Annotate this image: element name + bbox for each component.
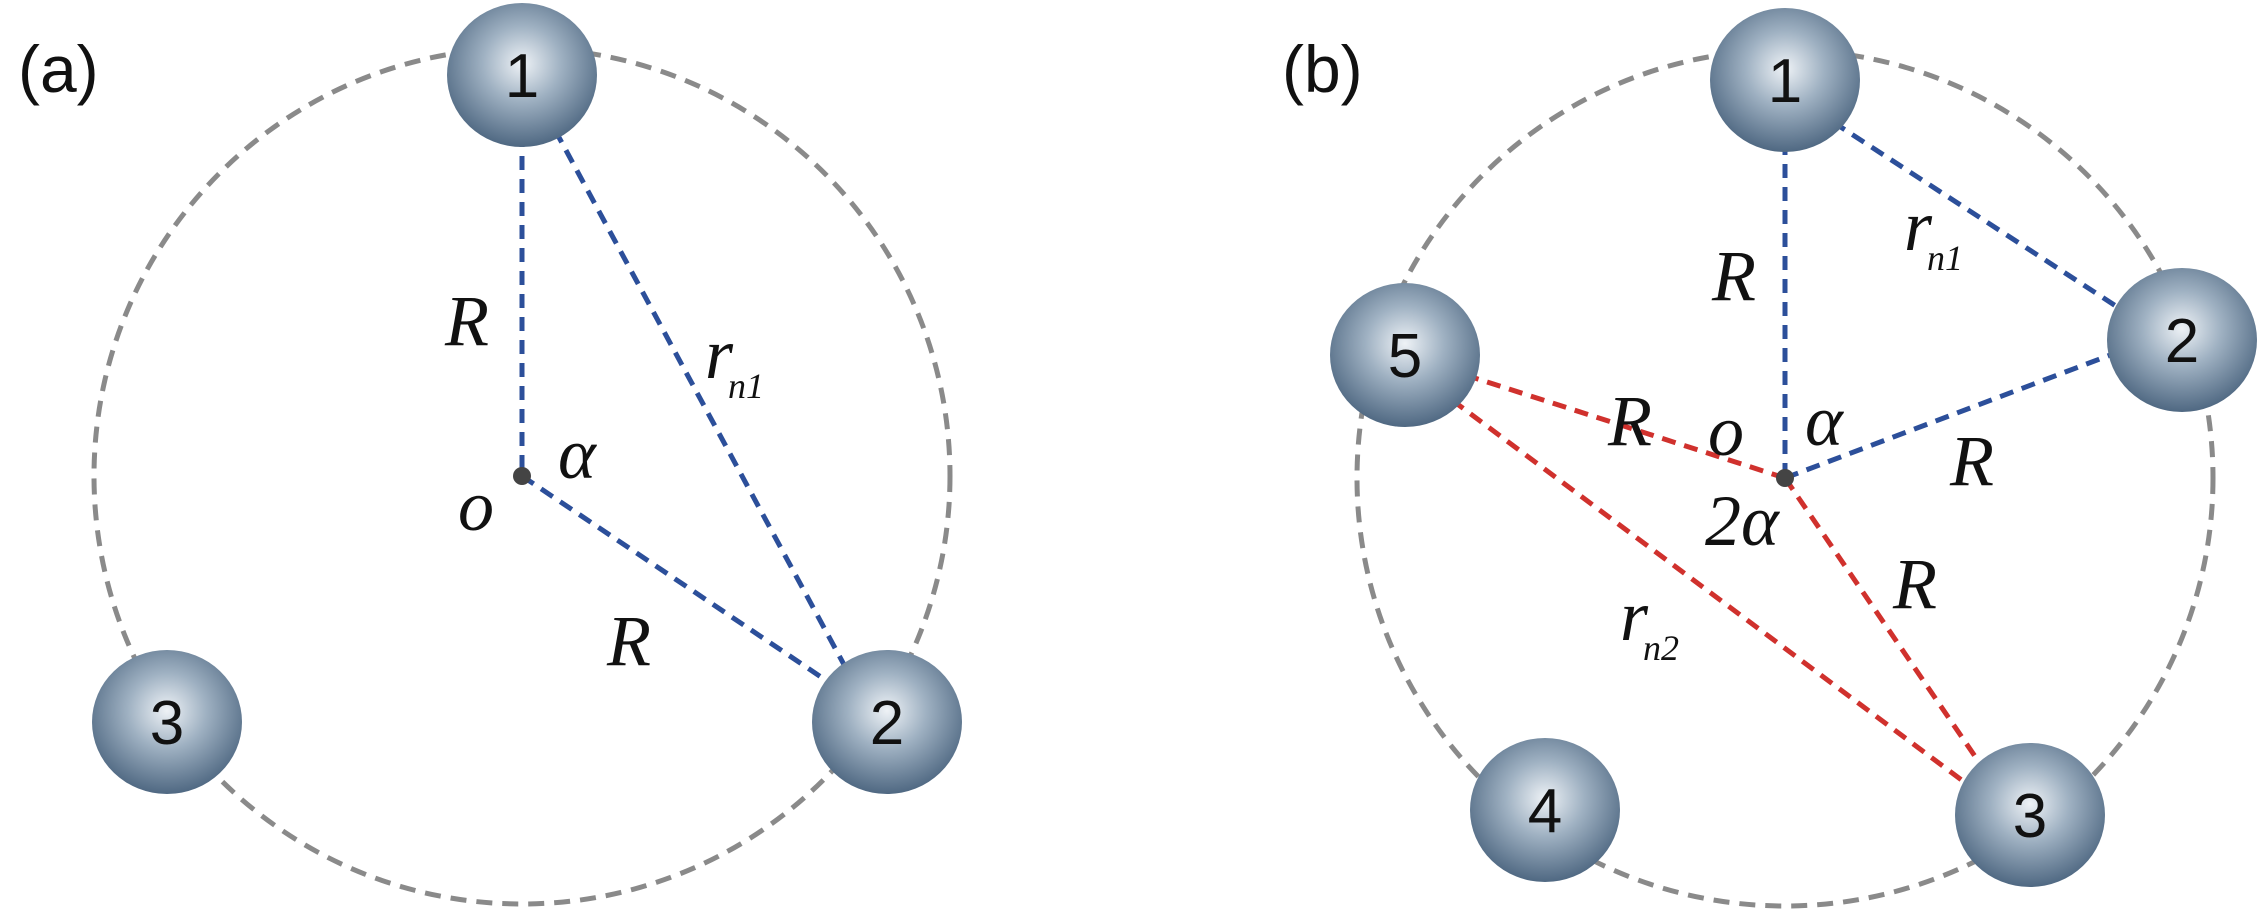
- node-1-b-label: 1: [1768, 47, 1802, 116]
- label-r-n2-b: r n2: [1620, 576, 1679, 668]
- label-r-a: r: [705, 314, 734, 394]
- node-1-b: 1: [1710, 8, 1860, 152]
- label-r1-sub-n1-b: n1: [1927, 238, 1963, 278]
- radius-line-5-b: [1449, 367, 1786, 481]
- node-2-b-label: 2: [2165, 307, 2199, 376]
- label-r-n1-b: r n1: [1904, 186, 1963, 278]
- radius-line-2-a: [520, 473, 887, 723]
- label-center-o-b: o: [1708, 391, 1744, 471]
- label-two-alpha-b: 2α: [1705, 481, 1780, 561]
- label-r-n1-a: r n1: [705, 314, 764, 406]
- node-3-b-label: 3: [2013, 782, 2047, 851]
- label-R-right-b: R: [1949, 421, 1994, 501]
- label-r-sub-n1-a: n1: [728, 366, 764, 406]
- panel-a-label: (a): [18, 32, 99, 106]
- radius-line-2-b: [1784, 337, 2151, 481]
- node-4-b: 4: [1470, 738, 1620, 882]
- center-point-a: [513, 467, 531, 485]
- chord-line-r-n1-b: [1831, 119, 2124, 313]
- label-R-top-b: R: [1711, 236, 1756, 316]
- node-4-b-label: 4: [1528, 777, 1562, 846]
- chord-line-r-n1-a: [552, 128, 858, 687]
- label-r2-b: r: [1620, 576, 1649, 656]
- panel-a: (a) 1 2 3 R R o α r n1: [18, 3, 962, 907]
- node-1-a-label: 1: [505, 42, 539, 111]
- panel-b: (b) 1 2 3 4 5 R R R R: [1282, 8, 2257, 909]
- node-2-a: 2: [812, 650, 962, 794]
- node-5-b: 5: [1330, 283, 1480, 427]
- node-2-a-label: 2: [870, 689, 904, 758]
- label-R-lower-b: R: [1892, 544, 1937, 624]
- label-r1-b: r: [1904, 186, 1933, 266]
- label-center-o-a: o: [458, 466, 494, 546]
- label-alpha-a: α: [558, 414, 597, 494]
- node-1-a: 1: [447, 3, 597, 147]
- node-3-a-label: 3: [150, 689, 184, 758]
- chord-line-r-n2-b: [1450, 397, 1977, 793]
- panel-b-label: (b): [1282, 32, 1363, 106]
- label-alpha-b: α: [1805, 381, 1844, 461]
- node-3-a: 3: [92, 650, 242, 794]
- label-r2-sub-n2-b: n2: [1643, 628, 1679, 668]
- label-R-upper-a: R: [444, 281, 489, 361]
- node-2-b: 2: [2107, 268, 2257, 412]
- radius-line-3-b: [1782, 476, 2001, 792]
- center-point-b: [1776, 469, 1794, 487]
- node-5-b-label: 5: [1388, 322, 1422, 391]
- node-3-b: 3: [1955, 743, 2105, 887]
- label-R-lower-a: R: [606, 601, 651, 681]
- label-R-left-b: R: [1607, 381, 1652, 461]
